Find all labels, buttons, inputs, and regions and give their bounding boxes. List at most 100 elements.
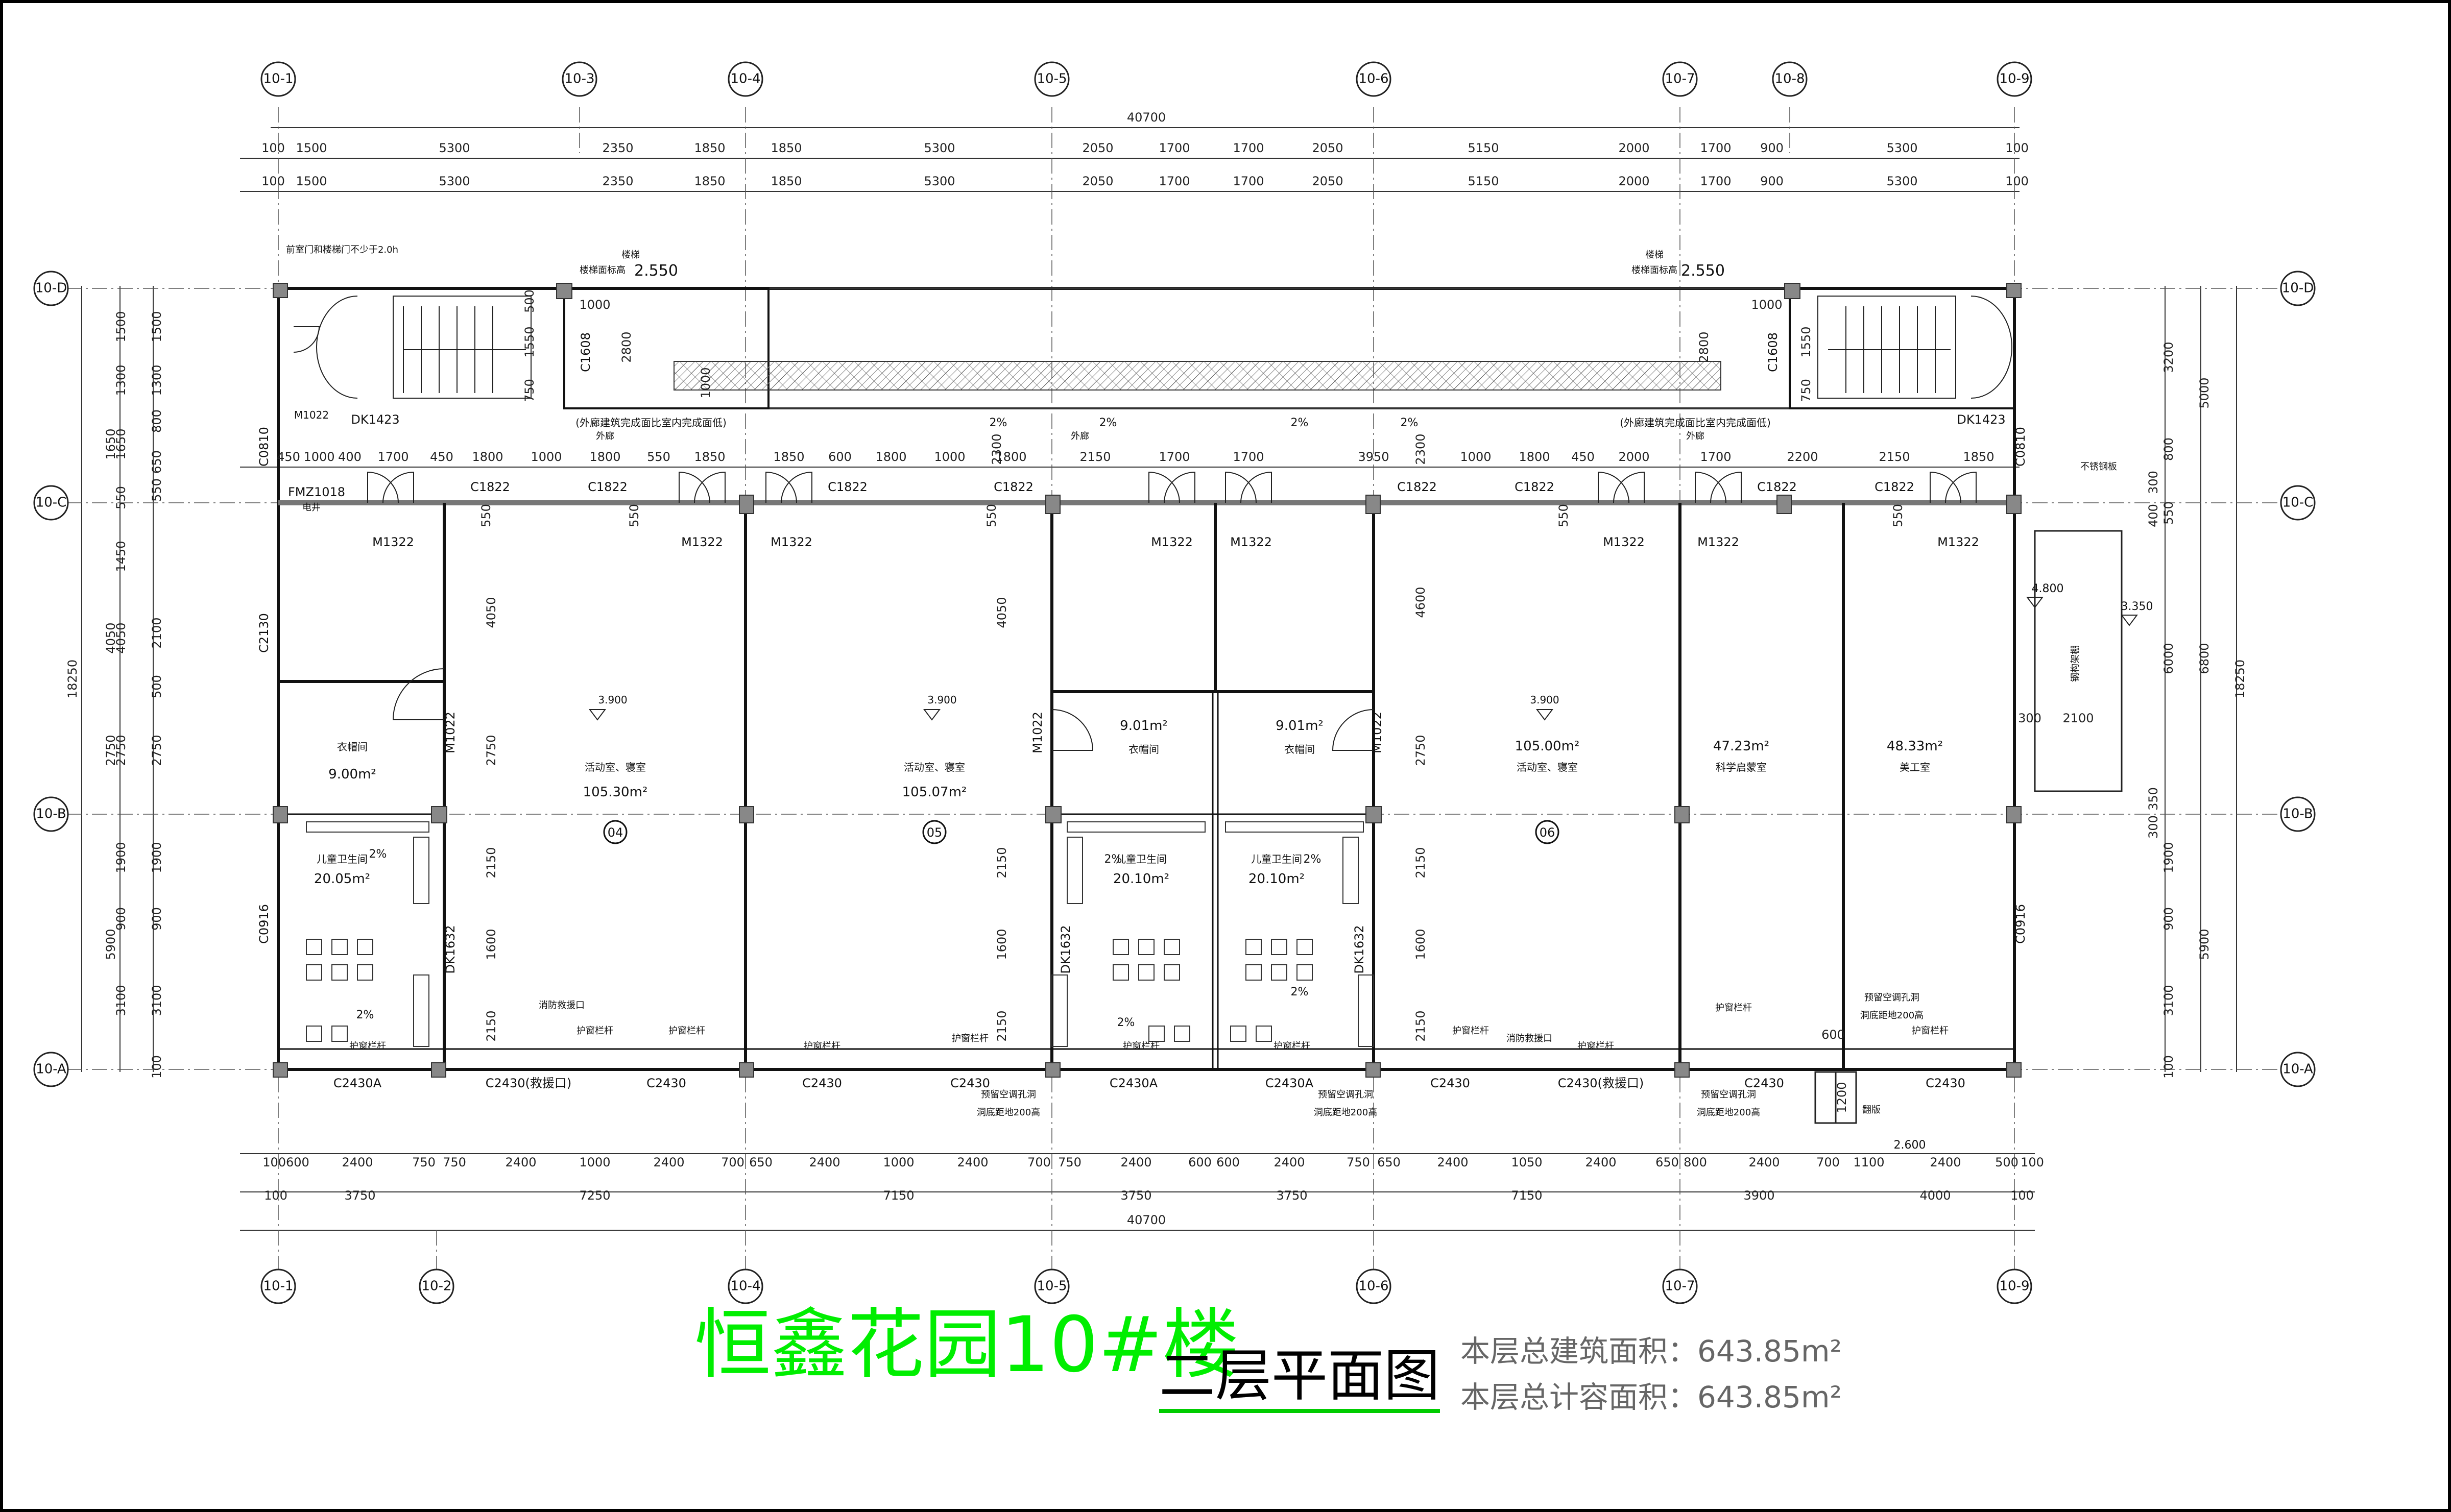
dim-inner-1600c: 1600 bbox=[1413, 929, 1428, 960]
dim-left-inner: 1900 bbox=[114, 842, 128, 873]
axis-bottom-label: 10-2 bbox=[421, 1279, 451, 1294]
corridor-note: (外廊建筑完成面比室内完成面低) bbox=[1620, 417, 1771, 429]
dim-left-mid: 5900 bbox=[104, 929, 118, 960]
dim-top-2: 5300 bbox=[439, 174, 470, 188]
dim-top-1: 100 bbox=[2005, 141, 2029, 155]
room-cloak-2-area: 9.01m² bbox=[1120, 718, 1168, 734]
railing-note: 护窗栏杆 bbox=[668, 1026, 705, 1036]
dim-right-inner: 900 bbox=[2161, 907, 2176, 931]
door-fmz1018: FMZ1018 bbox=[288, 485, 345, 499]
window-c1822: C1822 bbox=[994, 480, 1034, 494]
dim-top-1: 2000 bbox=[1618, 141, 1649, 155]
dim-left-inner2: 1900 bbox=[150, 842, 164, 873]
slope-mark: 2% bbox=[990, 417, 1007, 429]
dimension-lines bbox=[81, 127, 2237, 1231]
level-2600: 2.600 bbox=[1894, 1139, 1926, 1152]
window-c2430a: C2430A bbox=[1265, 1076, 1314, 1090]
room-05-num: 05 bbox=[927, 825, 943, 840]
dim-inner-2150c: 2150 bbox=[1413, 847, 1428, 878]
dim-top-3: 1800 bbox=[995, 450, 1026, 464]
dim-left-inner: 3100 bbox=[114, 985, 128, 1016]
dim-right-inner: 3200 bbox=[2161, 342, 2176, 373]
dim-top-3: 3950 bbox=[1358, 450, 1389, 464]
axis-bottom-label: 10-5 bbox=[1037, 1279, 1067, 1294]
window-c1822: C1822 bbox=[828, 480, 868, 494]
window-c2430-rk: C2430(救援口) bbox=[1558, 1076, 1644, 1090]
dim-right-inner2: 400 bbox=[2146, 504, 2160, 527]
corridor-note: (外廊建筑完成面比室内完成面低) bbox=[575, 417, 727, 429]
ac-note2: 洞底距地200高 bbox=[1697, 1107, 1760, 1118]
dim-bottom-1: 2400 bbox=[809, 1155, 840, 1169]
dim-bottom-1: 700 bbox=[1027, 1155, 1051, 1169]
dim-left-inner2: 650 bbox=[150, 450, 164, 474]
room-04-num: 04 bbox=[608, 825, 623, 840]
window-c1822: C1822 bbox=[1875, 480, 1914, 494]
annotations: (外廊建筑完成面比室内完成面低) (外廊建筑完成面比室内完成面低) 外廊 外廊 … bbox=[286, 245, 2153, 1152]
dim-inner-4050b: 4050 bbox=[995, 597, 1009, 628]
room-number-circles bbox=[603, 820, 1559, 844]
railing-note: 护窗栏杆 bbox=[1452, 1026, 1489, 1036]
toilet-fixtures bbox=[306, 821, 1374, 1047]
railing-note: 护窗栏杆 bbox=[952, 1033, 989, 1044]
room-04-name: 活动室、寝室 bbox=[585, 761, 646, 773]
door-window-tags: C1822 C1822 C1822 C1822 C1822 C1822 C182… bbox=[257, 332, 2028, 1090]
axis-top-label: 10-1 bbox=[263, 71, 293, 87]
dim-bottom-1: 600 bbox=[1188, 1155, 1212, 1169]
dim-inner-4600: 4600 bbox=[1413, 587, 1428, 618]
room-labels: 活动室、寝室 105.30m² 3.900 04 活动室、寝室 105.07m²… bbox=[314, 694, 1943, 887]
dim-left-inner2: 550 bbox=[150, 478, 164, 502]
room-wc-2-name: 儿童卫生间 bbox=[1116, 853, 1167, 865]
dim-right-inner2: 300 bbox=[2146, 815, 2160, 839]
dim-left-inner: 900 bbox=[114, 907, 128, 931]
dim-bottom-1: 2400 bbox=[653, 1155, 684, 1169]
door-m1322: M1322 bbox=[771, 535, 812, 549]
dim-inner-2150e: 2150 bbox=[995, 1010, 1009, 1041]
dim-top-3: 1000 bbox=[1460, 450, 1491, 464]
axis-labels: 10-1 10-3 10-4 10-5 10-6 10-7 10-8 10-9 … bbox=[35, 71, 2314, 1294]
ac-note2: 洞底距地200高 bbox=[1314, 1107, 1377, 1118]
room-06-level: 3.900 bbox=[1530, 694, 1559, 706]
axis-bottom-label: 10-9 bbox=[1999, 1279, 2029, 1294]
door-dk1632: DK1632 bbox=[443, 925, 458, 973]
dim-left-inner2: 3100 bbox=[150, 985, 164, 1016]
dim-top-3: 450 bbox=[1571, 450, 1595, 464]
window-c1822: C1822 bbox=[1397, 480, 1437, 494]
dim-top-3: 1850 bbox=[1963, 450, 1994, 464]
dim-bottom-1: 650 bbox=[1655, 1155, 1679, 1169]
dim-inner-2750b: 2750 bbox=[1413, 735, 1428, 766]
room-cloak-3-area: 9.01m² bbox=[1276, 718, 1324, 734]
dim-bottom-2: 100 bbox=[2010, 1188, 2034, 1203]
dim-top-1: 1700 bbox=[1159, 141, 1190, 155]
dim-left-mid: 4050 bbox=[104, 622, 118, 653]
dim-hatch-1200: 1200 bbox=[1835, 1082, 1849, 1113]
room-05-level: 3.900 bbox=[927, 694, 956, 706]
room-05-name: 活动室、寝室 bbox=[904, 761, 965, 773]
dim-top-1: 1850 bbox=[771, 141, 802, 155]
axis-gridlines bbox=[66, 107, 2282, 1271]
window-c2430: C2430 bbox=[1926, 1076, 1965, 1090]
total-capacity-area: 本层总计容面积：643.85m² bbox=[1460, 1380, 1842, 1415]
dim-top-1: 100 bbox=[261, 141, 285, 155]
dim-inner-2800: 2800 bbox=[619, 331, 634, 362]
door-m1322: M1322 bbox=[1697, 535, 1739, 549]
dim-w600: 600 bbox=[1821, 1028, 1845, 1042]
axis-top-label: 10-6 bbox=[1358, 71, 1388, 87]
dim-bottom-1: 100 bbox=[2021, 1155, 2044, 1169]
dim-right-outer: 18250 bbox=[2233, 660, 2247, 698]
axis-bottom-label: 10-7 bbox=[1665, 1279, 1695, 1294]
slope-mark: 2% bbox=[1291, 986, 1309, 998]
dim-bottom-1: 750 bbox=[443, 1155, 466, 1169]
dim-top-2: 100 bbox=[261, 174, 285, 188]
dim-top-3: 2150 bbox=[1079, 450, 1111, 464]
dimension-text: 40700 40700 100 1500 5300 2350 1850 1850… bbox=[261, 110, 2044, 1227]
slope-mark: 2% bbox=[369, 848, 387, 861]
ac-note: 预留空调孔洞 bbox=[1864, 992, 1919, 1003]
ac-note2: 洞底距地200高 bbox=[1860, 1010, 1924, 1021]
dim-top-3: 1850 bbox=[773, 450, 804, 464]
dim-top-2: 2350 bbox=[602, 174, 633, 188]
dim-top-2: 1850 bbox=[771, 174, 802, 188]
dim-top-3: 450 bbox=[277, 450, 300, 464]
window-c1822: C1822 bbox=[1757, 480, 1797, 494]
dim-top-3: 1800 bbox=[472, 450, 503, 464]
dim-inner-1600: 1600 bbox=[484, 929, 498, 960]
